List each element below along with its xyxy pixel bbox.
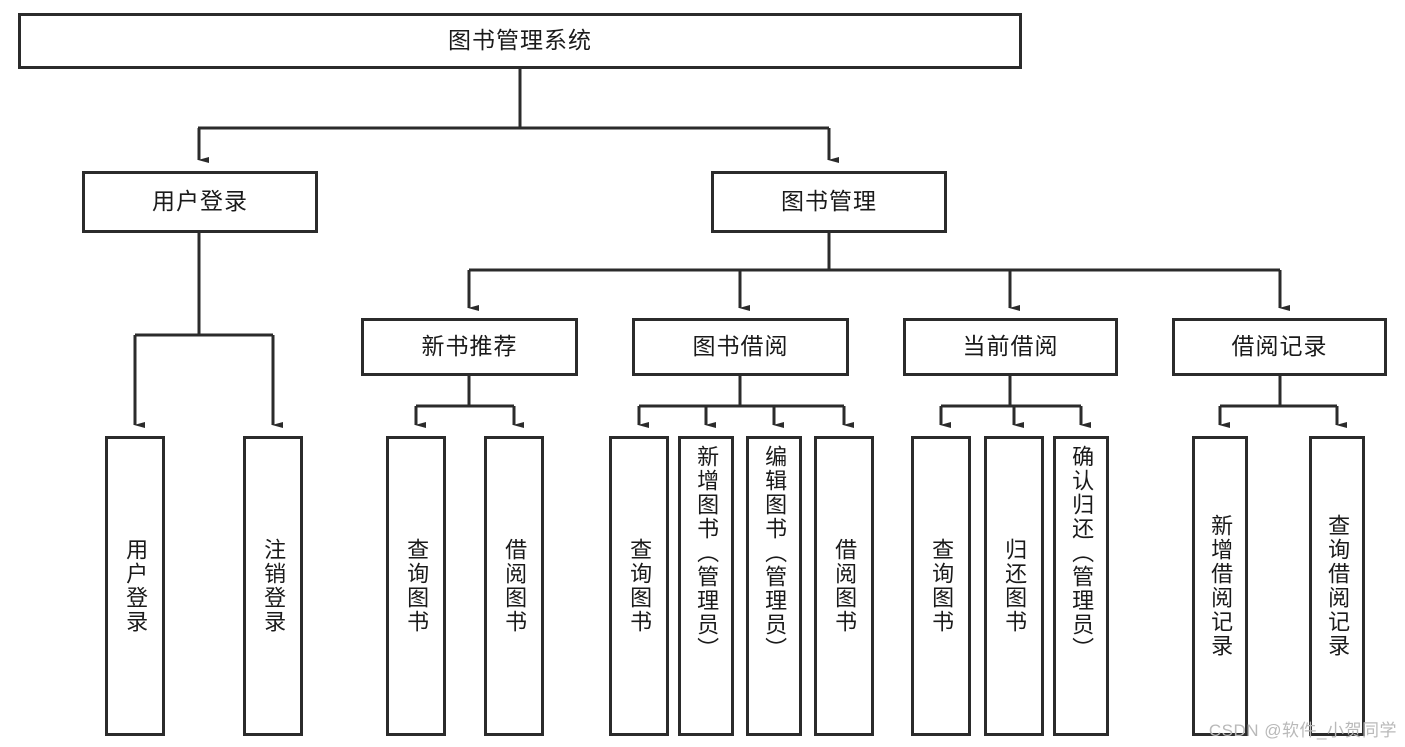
node-leaf-query-record-label: 查询借阅记录 xyxy=(1325,514,1351,658)
node-leaf-borrow-book-brw[interactable]: 借阅图书 xyxy=(814,436,874,736)
csdn-watermark: CSDN @软件_小贺同学 xyxy=(1208,721,1397,740)
node-leaf-user-logout-label: 注销登录 xyxy=(261,538,287,634)
node-leaf-add-record[interactable]: 新增借阅记录 xyxy=(1192,436,1248,736)
node-leaf-edit-book-label: 编辑图书（管理员） xyxy=(762,445,788,661)
node-leaf-user-login[interactable]: 用户登录 xyxy=(105,436,165,736)
node-root[interactable]: 图书管理系统 xyxy=(18,13,1022,69)
node-leaf-user-login-label: 用户登录 xyxy=(123,538,149,634)
node-leaf-confirm-return[interactable]: 确认归还（管理员） xyxy=(1053,436,1109,736)
node-leaf-query-book-cur-label: 查询图书 xyxy=(929,538,955,634)
node-leaf-add-record-label: 新增借阅记录 xyxy=(1208,514,1234,658)
node-leaf-user-logout[interactable]: 注销登录 xyxy=(243,436,303,736)
node-leaf-return-book-label: 归还图书 xyxy=(1002,538,1028,634)
node-leaf-confirm-return-label: 确认归还（管理员） xyxy=(1069,445,1095,661)
node-new-book-rec-label: 新书推荐 xyxy=(421,333,518,360)
node-new-book-rec[interactable]: 新书推荐 xyxy=(361,318,578,376)
node-leaf-query-book-rec-label: 查询图书 xyxy=(404,538,430,634)
node-leaf-edit-book[interactable]: 编辑图书（管理员） xyxy=(746,436,802,736)
node-book-borrow[interactable]: 图书借阅 xyxy=(632,318,849,376)
node-borrow-record-label: 借阅记录 xyxy=(1231,333,1328,360)
node-leaf-query-book-brw-label: 查询图书 xyxy=(627,538,653,634)
node-leaf-borrow-book-brw-label: 借阅图书 xyxy=(832,538,858,634)
node-root-label: 图书管理系统 xyxy=(448,27,592,54)
node-book-manage[interactable]: 图书管理 xyxy=(711,171,947,233)
node-user-login-label: 用户登录 xyxy=(152,188,248,215)
node-book-manage-label: 图书管理 xyxy=(781,188,877,215)
node-leaf-add-book[interactable]: 新增图书（管理员） xyxy=(678,436,734,736)
node-leaf-borrow-book-rec-label: 借阅图书 xyxy=(502,538,528,634)
node-leaf-query-record[interactable]: 查询借阅记录 xyxy=(1309,436,1365,736)
node-leaf-add-book-label: 新增图书（管理员） xyxy=(694,445,720,661)
node-user-login[interactable]: 用户登录 xyxy=(82,171,318,233)
node-borrow-record[interactable]: 借阅记录 xyxy=(1172,318,1387,376)
node-current-borrow[interactable]: 当前借阅 xyxy=(903,318,1118,376)
node-leaf-query-book-cur[interactable]: 查询图书 xyxy=(911,436,971,736)
node-leaf-query-book-brw[interactable]: 查询图书 xyxy=(609,436,669,736)
node-leaf-query-book-rec[interactable]: 查询图书 xyxy=(386,436,446,736)
node-leaf-borrow-book-rec[interactable]: 借阅图书 xyxy=(484,436,544,736)
node-book-borrow-label: 图书借阅 xyxy=(692,333,789,360)
node-current-borrow-label: 当前借阅 xyxy=(962,333,1059,360)
node-leaf-return-book[interactable]: 归还图书 xyxy=(984,436,1044,736)
